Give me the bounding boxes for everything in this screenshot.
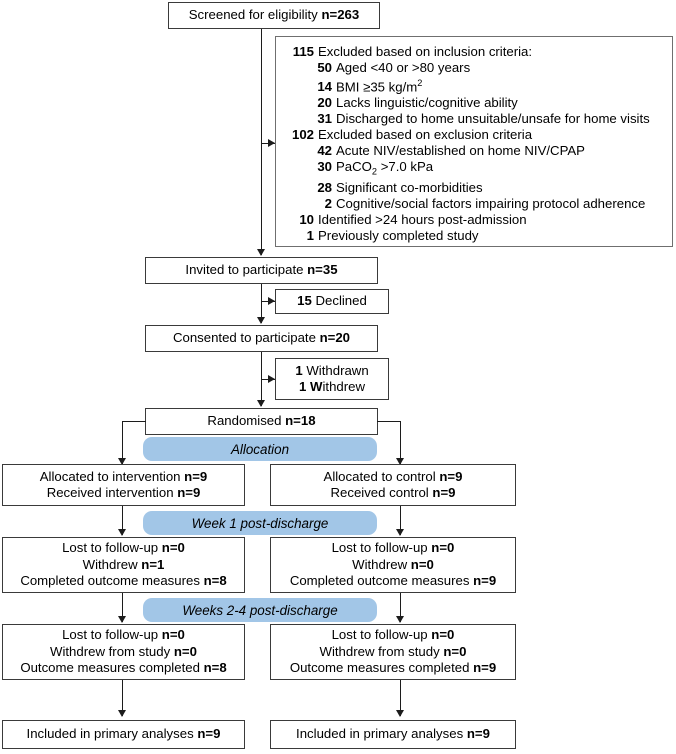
arrow-into-exclusions: [268, 139, 275, 147]
week1-control-box: Lost to follow-up n=0 Withdrew n=0 Compl…: [270, 537, 516, 593]
connector-control-to-week1: [400, 506, 401, 535]
declined-box: 15 Declined: [275, 289, 389, 314]
randomised-text: Randomised n=18: [207, 413, 316, 429]
band-allocation-label: Allocation: [230, 441, 290, 457]
connector-split-right-drop: [400, 421, 401, 464]
week1-control-withdrew: Withdrew n=0: [352, 556, 434, 572]
bmi-superscript: 2: [417, 77, 423, 88]
connector-invited-trunk: [261, 284, 262, 323]
week1-intervention-completed: Completed outcome measures n=8: [20, 573, 227, 589]
arrow-into-analysis-control: [396, 710, 404, 717]
weeks24-intervention-box: Lost to follow-up n=0 Withdrew from stud…: [2, 624, 245, 680]
weeks24-control-box: Lost to follow-up n=0 Withdrew from stud…: [270, 624, 516, 680]
connector-split-left-drop: [122, 421, 123, 464]
arrow-into-allocation-control: [396, 458, 404, 465]
band-week1-label: Week 1 post-discharge: [191, 515, 329, 531]
allocated-intervention-line: Allocated to intervention n=9: [39, 468, 208, 484]
connector-split-left: [122, 421, 146, 422]
screened-text: Screened for eligibility n=263: [188, 7, 360, 23]
arrow-into-declined: [268, 297, 275, 305]
connector-control-to-analysis: [400, 680, 401, 716]
band-week1: Week 1 post-discharge: [143, 511, 377, 535]
arrow-into-week1-control: [396, 529, 404, 536]
arrow-into-randomised: [257, 400, 265, 407]
screened-box: Screened for eligibility n=263: [168, 2, 380, 29]
band-weeks24: Weeks 2-4 post-discharge: [143, 598, 377, 622]
connector-screened-trunk: [261, 29, 262, 255]
weeks24-intervention-completed: Outcome measures completed n=8: [20, 660, 227, 676]
week1-intervention-box: Lost to follow-up n=0 Withdrew n=1 Compl…: [2, 537, 245, 593]
randomised-box: Randomised n=18: [145, 408, 378, 435]
allocated-control-line: Allocated to control n=9: [323, 468, 463, 484]
analysis-intervention-text: Included in primary analyses n=9: [26, 726, 221, 742]
arrow-into-week1-intervention: [118, 529, 126, 536]
declined-text: 15 Declined: [297, 293, 367, 309]
analysis-control-text: Included in primary analyses n=9: [296, 726, 490, 742]
connector-control-to-weeks24: [400, 593, 401, 622]
week1-control-lost: Lost to follow-up n=0: [331, 540, 455, 556]
arrow-into-invited: [257, 249, 265, 256]
arrow-into-allocation-intervention: [118, 458, 126, 465]
connector-intervention-to-analysis: [122, 680, 123, 716]
arrow-into-analysis-intervention: [118, 710, 126, 717]
connector-split-right: [377, 421, 401, 422]
arrow-into-weeks24-control: [396, 616, 404, 623]
received-control-line: Received control n=9: [330, 485, 456, 500]
analysis-intervention-box: Included in primary analyses n=9: [2, 720, 245, 749]
band-weeks24-label: Weeks 2-4 post-discharge: [182, 602, 338, 618]
weeks24-control-lost: Lost to follow-up n=0: [331, 627, 455, 643]
arrow-into-withdrawals: [268, 375, 275, 383]
consented-text: Consented to participate n=20: [172, 330, 351, 346]
week1-control-completed: Completed outcome measures n=9: [289, 573, 497, 589]
weeks24-intervention-withdrew: Withdrew from study n=0: [50, 643, 197, 659]
weeks24-control-withdrew: Withdrew from study n=0: [319, 643, 467, 659]
received-intervention-line: Received intervention n=9: [46, 485, 201, 500]
allocation-control-box: Allocated to control n=9 Received contro…: [270, 464, 516, 506]
withdrawn-line: 1 Withdrawn: [295, 362, 369, 378]
consented-box: Consented to participate n=20: [145, 325, 378, 352]
invited-box: Invited to participate n=35: [145, 257, 378, 284]
arrow-into-consented: [257, 317, 265, 324]
connector-intervention-to-weeks24: [122, 593, 123, 622]
week1-intervention-withdrew: Withdrew n=1: [82, 556, 165, 572]
invited-text: Invited to participate n=35: [185, 262, 338, 278]
weeks24-intervention-lost: Lost to follow-up n=0: [62, 627, 185, 643]
withdrew-line: 1 Withdrew: [299, 379, 365, 394]
weeks24-control-completed: Outcome measures completed n=9: [289, 660, 497, 676]
analysis-control-box: Included in primary analyses n=9: [270, 720, 516, 749]
allocation-intervention-box: Allocated to intervention n=9 Received i…: [2, 464, 245, 506]
arrow-into-weeks24-intervention: [118, 616, 126, 623]
withdrawals-box: 1 Withdrawn 1 Withdrew: [275, 358, 389, 400]
connector-intervention-to-week1: [122, 506, 123, 535]
paco2-subscript: 2: [371, 166, 378, 177]
band-allocation: Allocation: [143, 437, 377, 461]
week1-intervention-lost: Lost to follow-up n=0: [62, 540, 185, 556]
